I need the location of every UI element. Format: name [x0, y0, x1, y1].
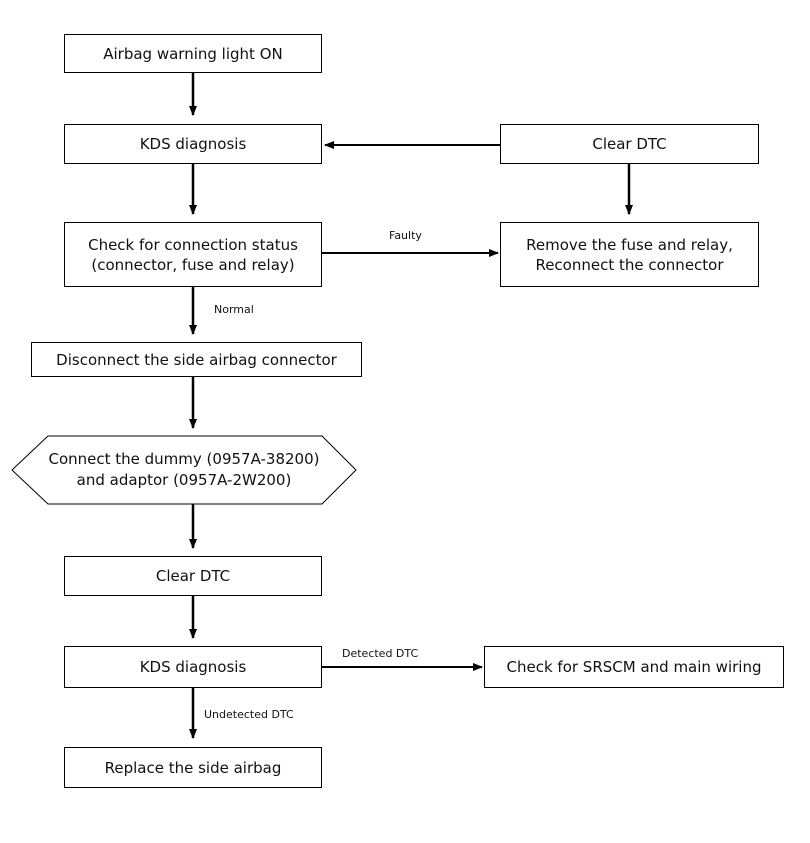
node-check-srscm: Check for SRSCM and main wiring [484, 646, 784, 688]
node-remove-fuse-relay: Remove the fuse and relay, Reconnect the… [500, 222, 759, 287]
node-check-connection: Check for connection status (connector, … [64, 222, 322, 287]
node-connect-dummy: Connect the dummy (0957A-38200) and adap… [48, 450, 320, 489]
node-warning-light: Airbag warning light ON [64, 34, 322, 73]
node-clear-dtc-2: Clear DTC [64, 556, 322, 596]
edge-label-undetected-dtc: Undetected DTC [204, 708, 294, 721]
node-kds-diagnosis-1: KDS diagnosis [64, 124, 322, 164]
node-kds-diagnosis-2: KDS diagnosis [64, 646, 322, 688]
node-replace-side-airbag: Replace the side airbag [64, 747, 322, 788]
edge-label-detected-dtc: Detected DTC [342, 647, 419, 660]
node-clear-dtc-1: Clear DTC [500, 124, 759, 164]
edge-label-faulty: Faulty [389, 229, 422, 242]
edge-label-normal: Normal [214, 303, 254, 316]
node-disconnect-side-airbag: Disconnect the side airbag connector [31, 342, 362, 377]
connect-dummy-hexagon [11, 435, 357, 505]
